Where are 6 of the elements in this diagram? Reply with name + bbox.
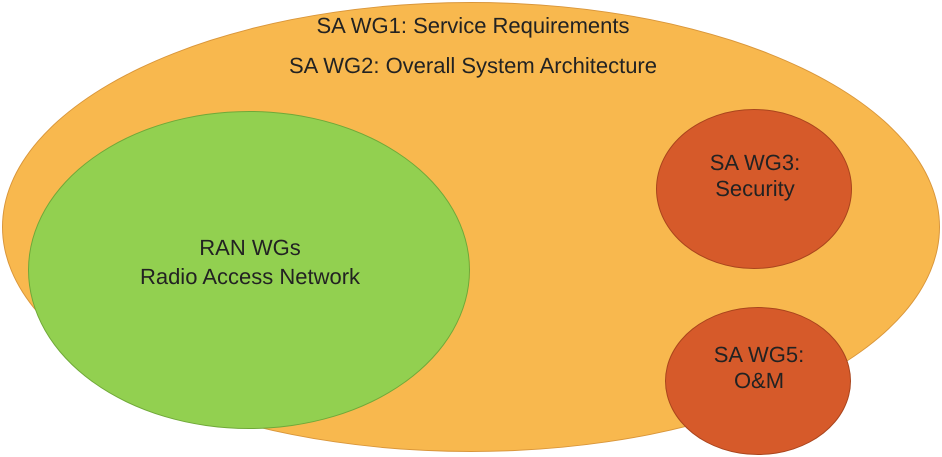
group-label: SA WG5: O&M	[712, 342, 806, 394]
group-label: RAN WGs	[198, 235, 302, 261]
group-label: SA WG2: Overall System Architecture	[288, 53, 658, 79]
group-label: SA WG1: Service Requirements	[315, 13, 630, 39]
group-label: SA WG3: Security	[708, 150, 802, 202]
group-label: Radio Access Network	[138, 264, 362, 290]
